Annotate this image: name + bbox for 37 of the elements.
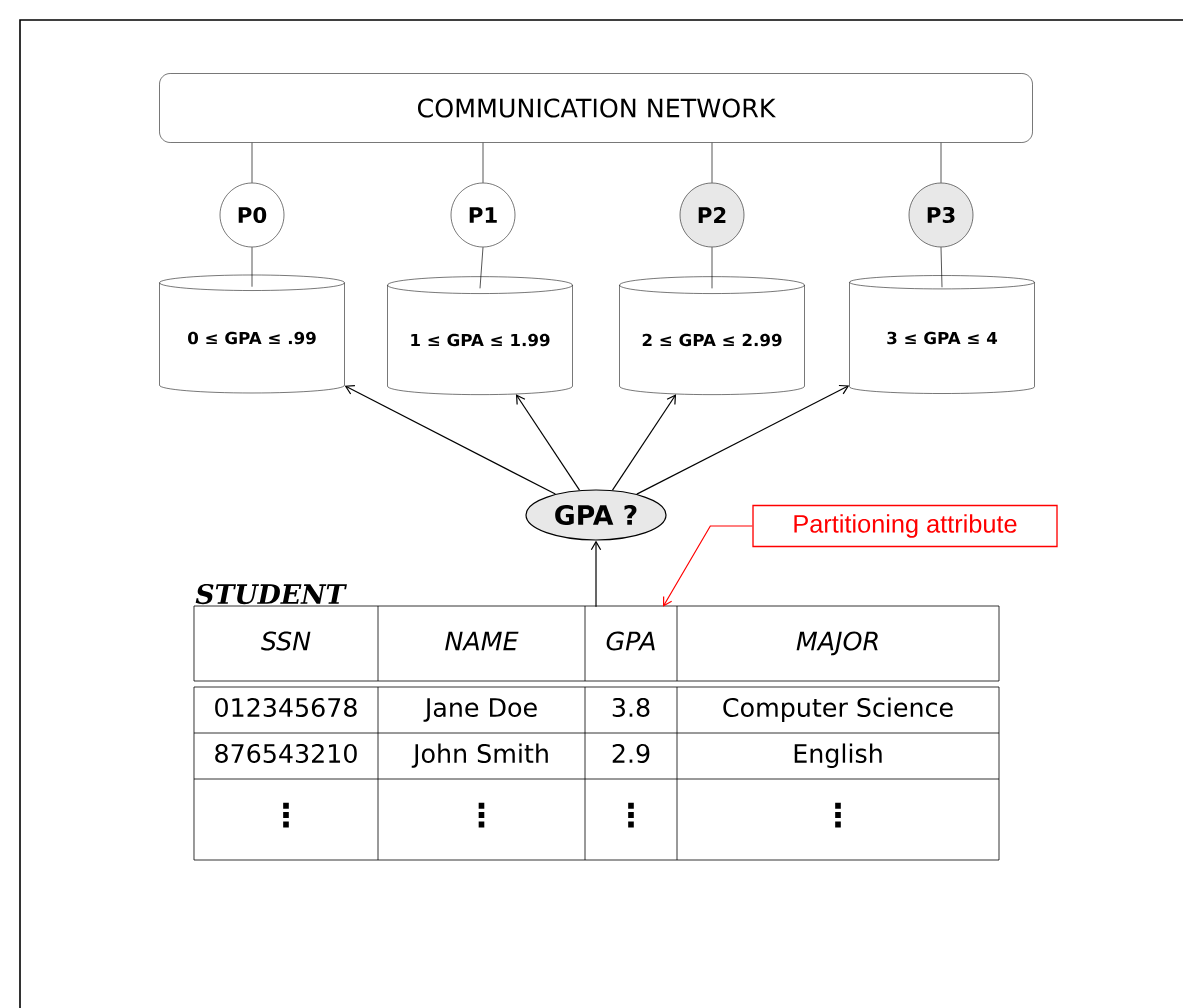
connector-line	[940, 142, 942, 184]
arrow	[590, 540, 602, 608]
disk-cylinder: 3 ≤ GPA ≤ 4	[849, 275, 1035, 394]
leader-line	[663, 525, 753, 607]
student-table: STUDENT	[195, 584, 347, 605]
connector-line	[251, 246, 253, 288]
table-cell: Jane Doe	[423, 698, 537, 722]
table-cell: 2.9	[612, 743, 650, 764]
connector-line	[711, 142, 713, 184]
arrow	[636, 384, 850, 495]
connector-line	[479, 246, 484, 289]
ellipsis-mark: ⋮	[283, 802, 289, 828]
arrow	[515, 394, 581, 491]
table-cell: English	[794, 743, 882, 768]
table-cell: 3.8	[612, 697, 650, 718]
disk-cylinder: 2 ≤ GPA ≤ 2.99	[619, 276, 805, 395]
connector-line	[251, 142, 253, 184]
connector-line	[711, 246, 713, 289]
column-header: GPA	[606, 631, 655, 651]
table-cell: 876543210	[215, 743, 357, 764]
table-cell: John Smith	[411, 743, 548, 768]
connector-line	[940, 246, 943, 288]
connector-line	[482, 142, 484, 184]
disk-cylinder: 0 ≤ GPA ≤ .99	[159, 274, 345, 394]
column-header: SSN	[261, 631, 311, 651]
ellipsis-mark: ⋮	[835, 802, 841, 828]
arrow	[611, 394, 677, 491]
ellipsis-mark: ⋮	[478, 802, 485, 828]
table-cell: Computer Science	[723, 697, 953, 722]
arrow	[344, 385, 556, 495]
disk-cylinder: 1 ≤ GPA ≤ 1.99	[387, 276, 573, 395]
column-header: NAME	[445, 631, 519, 651]
table-cell: 012345678	[215, 697, 357, 718]
callout-box: Partitioning attribute	[752, 504, 1058, 548]
network-box: COMMUNICATION NETWORK	[159, 73, 1033, 143]
ellipsis-mark: ⋮	[628, 802, 634, 828]
column-header: MAJOR	[796, 631, 878, 656]
